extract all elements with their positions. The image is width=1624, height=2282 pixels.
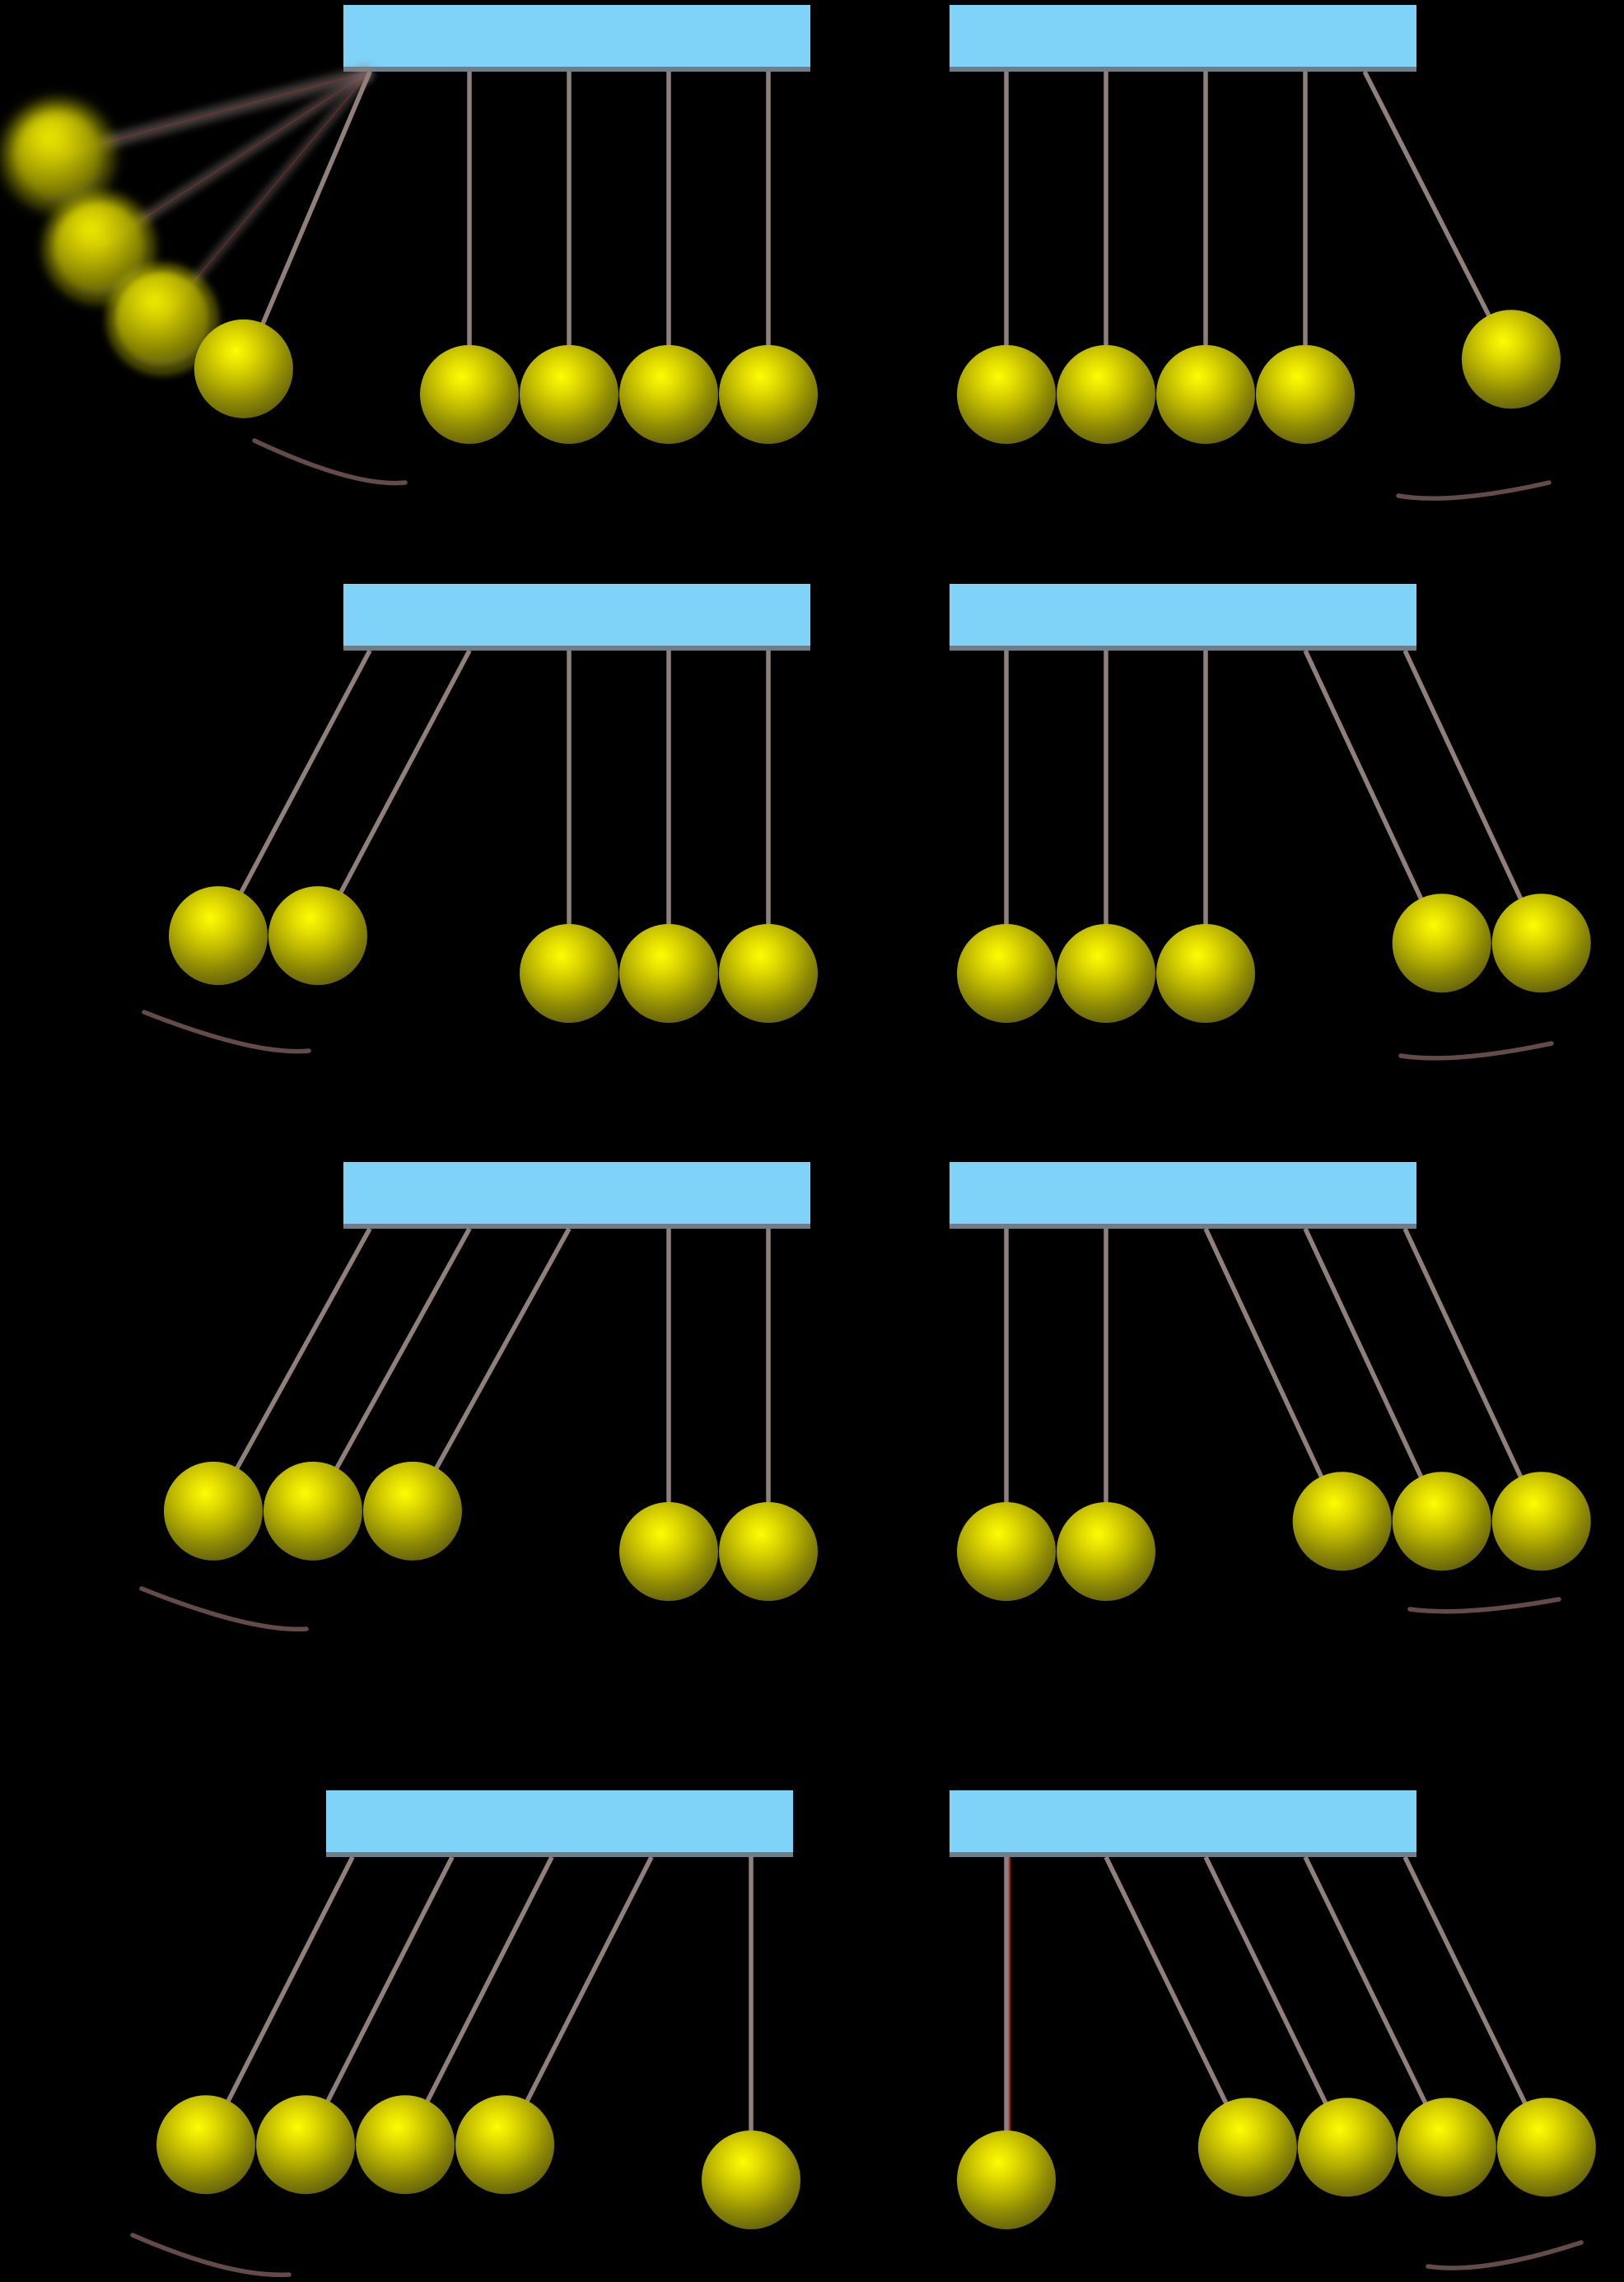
string bbox=[1303, 649, 1444, 945]
ball bbox=[719, 345, 818, 444]
ball bbox=[168, 886, 268, 986]
support-bar-edge bbox=[950, 67, 1416, 72]
swing-arc bbox=[1396, 480, 1552, 501]
motion-ghost-ball bbox=[8, 105, 108, 205]
ball bbox=[520, 345, 618, 444]
swing-arc bbox=[142, 1010, 311, 1054]
ball bbox=[1057, 924, 1155, 1023]
string bbox=[1402, 649, 1544, 945]
swing-arc bbox=[139, 1586, 309, 1632]
ball bbox=[194, 319, 293, 418]
support-bar bbox=[326, 1790, 793, 1852]
swing-arc bbox=[1426, 2240, 1584, 2270]
motion-ghost-ball bbox=[49, 198, 149, 297]
string bbox=[241, 70, 372, 370]
swing-arc bbox=[252, 438, 408, 486]
ball bbox=[1297, 2098, 1397, 2197]
string bbox=[1402, 1227, 1544, 1523]
support-bar bbox=[950, 5, 1416, 67]
ball bbox=[1292, 1472, 1392, 1571]
support-bar bbox=[950, 1162, 1416, 1224]
panel-1-one-ball-released-left bbox=[1, 5, 818, 486]
support-bar-edge bbox=[950, 1224, 1416, 1229]
ball bbox=[1496, 2098, 1596, 2197]
motion-ghost-halo bbox=[1, 98, 114, 212]
panel-7-four-balls-released-left bbox=[130, 1790, 800, 2278]
ball bbox=[1461, 310, 1561, 409]
string bbox=[211, 1227, 372, 1513]
motion-ghost-halo bbox=[105, 262, 219, 376]
ball bbox=[702, 2130, 800, 2229]
ball bbox=[256, 2095, 356, 2195]
panel-3-two-balls-released-left bbox=[142, 584, 818, 1054]
motion-ghost-ball bbox=[113, 269, 212, 369]
ball bbox=[156, 2095, 256, 2195]
support-bar-edge bbox=[343, 1224, 810, 1229]
ball bbox=[455, 2095, 555, 2195]
ball bbox=[619, 924, 718, 1023]
ball bbox=[163, 1461, 263, 1561]
panel-5-three-balls-released-left bbox=[139, 1162, 818, 1632]
support-bar bbox=[950, 1790, 1416, 1852]
ball bbox=[362, 1461, 462, 1561]
string bbox=[1303, 1227, 1444, 1523]
ball bbox=[1057, 345, 1155, 444]
ball bbox=[356, 2095, 455, 2195]
string bbox=[1203, 1227, 1345, 1523]
support-bar-edge bbox=[326, 1852, 793, 1857]
string bbox=[1402, 1855, 1549, 2149]
string bbox=[1303, 1855, 1449, 2149]
panel-8-four-balls-ejected-right bbox=[950, 1790, 1596, 2270]
panel-4-two-balls-ejected-right bbox=[950, 584, 1591, 1061]
ball bbox=[1156, 924, 1255, 1023]
string bbox=[410, 1227, 572, 1513]
ball bbox=[268, 886, 367, 986]
swing-arc bbox=[1407, 1597, 1561, 1614]
ball bbox=[957, 1502, 1056, 1601]
support-bar bbox=[950, 584, 1416, 646]
support-bar bbox=[343, 5, 810, 67]
string bbox=[1203, 1855, 1350, 2149]
support-bar bbox=[343, 584, 810, 646]
ball bbox=[957, 345, 1056, 444]
ball bbox=[1156, 345, 1255, 444]
panel-6-three-balls-ejected-right bbox=[950, 1162, 1591, 1614]
ball bbox=[1397, 2098, 1496, 2197]
ball bbox=[1256, 345, 1355, 444]
support-bar-edge bbox=[343, 646, 810, 651]
string bbox=[1104, 1855, 1250, 2149]
swing-arc bbox=[130, 2233, 292, 2278]
string bbox=[303, 1855, 455, 2146]
ball bbox=[1197, 2098, 1297, 2197]
string bbox=[502, 1855, 654, 2146]
ball bbox=[1057, 1502, 1155, 1601]
ball bbox=[719, 924, 818, 1023]
ball bbox=[957, 924, 1056, 1023]
ball bbox=[719, 1502, 818, 1601]
ball bbox=[263, 1461, 362, 1561]
ball bbox=[619, 345, 718, 444]
ball bbox=[1392, 894, 1491, 993]
string bbox=[403, 1855, 554, 2146]
string bbox=[1362, 70, 1514, 361]
string bbox=[315, 649, 472, 937]
support-bar bbox=[343, 1162, 810, 1224]
panel-2-one-ball-ejected-right bbox=[950, 5, 1561, 501]
string bbox=[310, 1227, 472, 1513]
ball bbox=[619, 1502, 718, 1601]
support-bar-edge bbox=[950, 1852, 1416, 1857]
ball bbox=[1491, 894, 1591, 993]
string bbox=[203, 1855, 355, 2146]
ball bbox=[520, 924, 618, 1023]
string bbox=[216, 649, 372, 937]
ball bbox=[957, 2130, 1056, 2229]
motion-ghost-halo bbox=[42, 190, 156, 304]
ball bbox=[1392, 1472, 1491, 1571]
support-bar-edge bbox=[343, 67, 810, 72]
ball bbox=[1491, 1472, 1591, 1571]
swing-arc bbox=[1398, 1041, 1554, 1061]
ball bbox=[420, 345, 519, 444]
support-bar-edge bbox=[950, 646, 1416, 651]
